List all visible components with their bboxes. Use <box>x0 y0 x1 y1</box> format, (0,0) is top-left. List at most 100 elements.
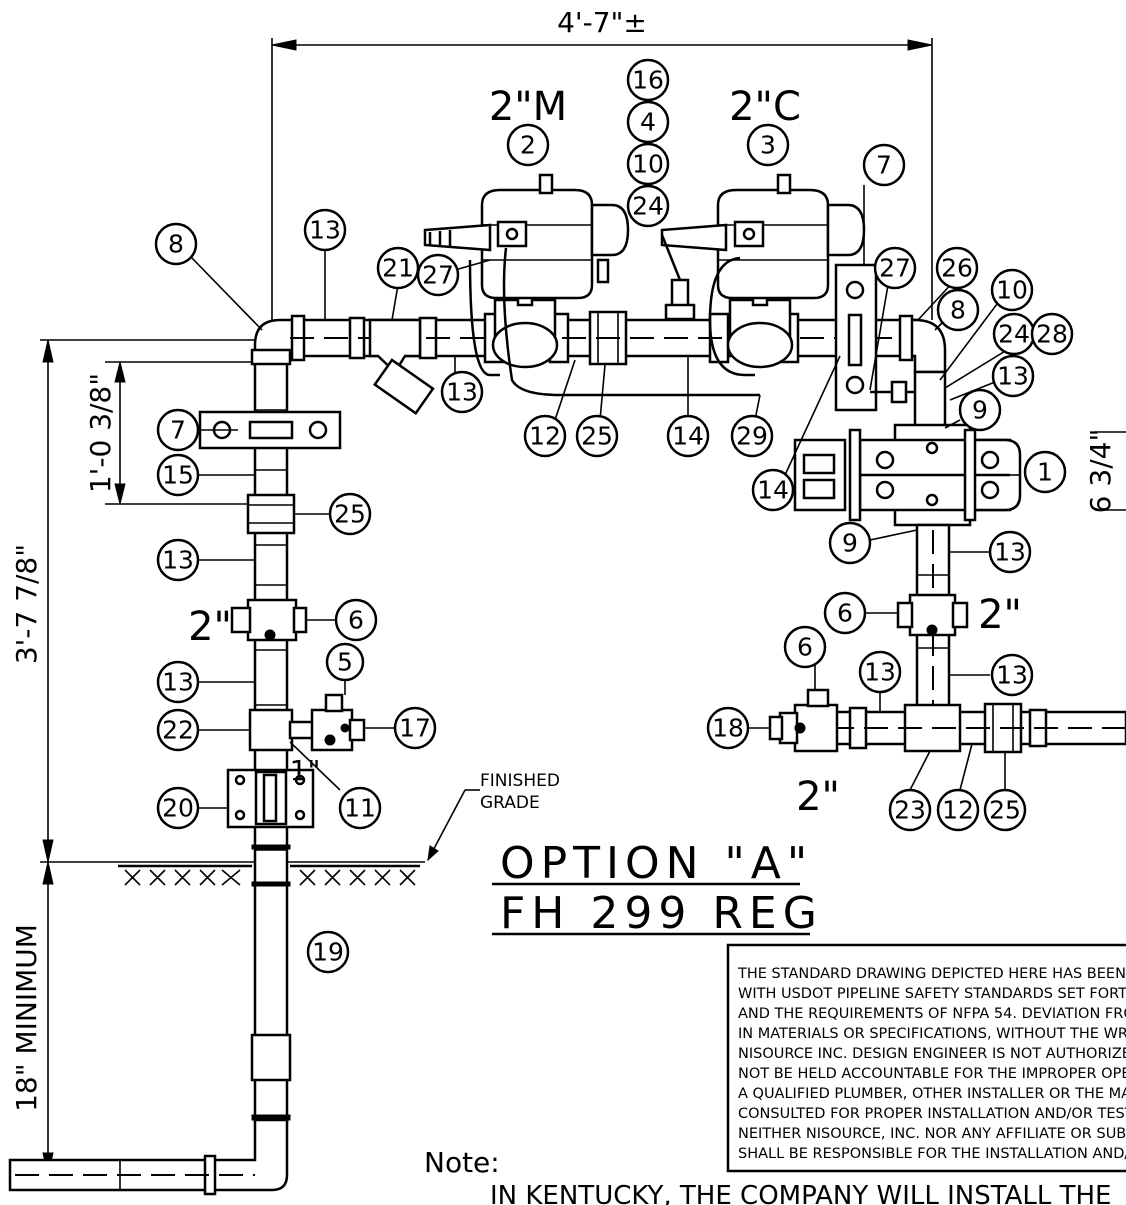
svg-text:18: 18 <box>712 714 744 743</box>
svg-text:7: 7 <box>170 416 186 445</box>
callout-25-bottom: 25 <box>983 788 1027 832</box>
outlet-piping <box>828 702 1126 754</box>
svg-text:27: 27 <box>879 254 911 283</box>
svg-text:13: 13 <box>309 216 341 245</box>
overall-width-text: 4'-7"± <box>557 6 647 39</box>
svg-text:20: 20 <box>162 794 194 823</box>
left-valve-size: 2" <box>188 604 232 650</box>
callout-22: 22 <box>156 708 200 752</box>
overall-width-dimension: 4'-7"± <box>271 6 933 320</box>
callout-15: 15 <box>156 453 200 497</box>
callout-13-bottom: 13 <box>858 650 902 694</box>
callout-2: 2 <box>506 123 550 167</box>
svg-text:13: 13 <box>996 661 1028 690</box>
top-right-elbow <box>898 314 947 374</box>
disclaimer-line-5: NISOURCE INC. DESIGN ENGINEER IS NOT AUT… <box>738 1046 1126 1062</box>
meter-regulator <box>423 173 760 397</box>
callout-5: 5 <box>325 642 365 682</box>
callout-16: 16 <box>626 58 670 102</box>
size-labels: 2"M 2"C 2" 2" 2" 1" <box>188 84 1022 820</box>
meter-height-dimension: 6 3/4" <box>1084 429 1126 513</box>
disclaimer-line-4: IN MATERIALS OR SPECIFICATIONS, WITHOUT … <box>738 1026 1126 1042</box>
strainer <box>368 318 435 416</box>
callout-9-bottom: 9 <box>828 521 872 565</box>
svg-text:19: 19 <box>312 938 344 967</box>
svg-text:17: 17 <box>399 714 431 743</box>
callout-7-top: 7 <box>862 143 906 187</box>
callout-4: 4 <box>626 100 670 144</box>
svg-text:13: 13 <box>864 658 896 687</box>
callout-14-top: 14 <box>666 414 710 458</box>
callout-28: 28 <box>1030 312 1074 356</box>
right-top-bracket <box>834 263 878 412</box>
svg-text:1: 1 <box>1037 458 1053 487</box>
disclaimer-box: THE STANDARD DRAWING DEPICTED HERE HAS B… <box>726 943 1126 1173</box>
svg-text:13: 13 <box>997 362 1029 391</box>
svg-text:6: 6 <box>348 606 364 635</box>
disclaimer-line-8: CONSULTED FOR PROPER INSTALLATION AND/OR… <box>738 1106 1126 1122</box>
svg-text:14: 14 <box>672 422 704 451</box>
bottom-shutoff-valve <box>768 688 839 753</box>
note-text: IN KENTUCKY, THE COMPANY WILL INSTALL TH… <box>490 1181 1111 1205</box>
callout-9-top: 9 <box>958 388 1002 432</box>
left-height-dimensions: 3'-7 7/8" 18" MINIMUM 1'-0 3/8" <box>10 339 425 1176</box>
left-shutoff-valve <box>230 598 308 642</box>
callout-19: 19 <box>306 930 350 974</box>
callout-13-top: 13 <box>303 208 347 252</box>
callout-13-right-top: 13 <box>991 354 1035 398</box>
callout-6-right: 6 <box>823 591 867 635</box>
callout-10-top: 10 <box>626 142 670 186</box>
check-regulator <box>660 173 866 377</box>
drawing-title: OPTION "A" FH 299 REG <box>492 838 823 939</box>
callout-6-bottom: 6 <box>783 625 827 669</box>
svg-text:13: 13 <box>162 546 194 575</box>
title-line2: FH 299 REG <box>500 888 823 939</box>
svg-text:8: 8 <box>950 296 966 325</box>
check-reg-size: 2"C <box>729 84 801 130</box>
callout-1: 1 <box>1023 450 1067 494</box>
leader-lines <box>189 185 1020 809</box>
service-line <box>8 1118 289 1196</box>
callout-23: 23 <box>888 788 932 832</box>
callout-13-right-mid: 13 <box>988 530 1032 574</box>
callout-26: 26 <box>935 246 979 290</box>
callout-8-left: 8 <box>154 222 198 266</box>
callout-27-left: 27 <box>416 253 460 297</box>
callout-17: 17 <box>393 706 437 750</box>
test-tee-22 <box>248 693 366 752</box>
disclaimer-line-1: THE STANDARD DRAWING DEPICTED HERE HAS B… <box>737 966 1126 982</box>
callout-7-left: 7 <box>156 408 200 452</box>
svg-text:13: 13 <box>446 378 478 407</box>
svg-text:22: 22 <box>162 716 194 745</box>
svg-text:6: 6 <box>797 633 813 662</box>
disclaimer-line-10: SHALL BE RESPONSIBLE FOR THE INSTALLATIO… <box>738 1146 1126 1162</box>
right-valve-size: 2" <box>978 592 1022 638</box>
svg-text:23: 23 <box>894 796 926 825</box>
test-tee-size: 1" <box>290 754 321 787</box>
svg-text:7: 7 <box>876 151 892 180</box>
svg-text:28: 28 <box>1036 320 1068 349</box>
svg-text:13: 13 <box>994 538 1026 567</box>
callout-13-strainer: 13 <box>440 370 484 414</box>
gas-meter <box>793 423 1022 527</box>
callout-29: 29 <box>730 414 774 458</box>
svg-text:6: 6 <box>837 599 853 628</box>
callout-20: 20 <box>156 786 200 830</box>
svg-text:12: 12 <box>942 796 974 825</box>
svg-text:13: 13 <box>162 668 194 697</box>
svg-text:29: 29 <box>736 422 768 451</box>
callout-8-right: 8 <box>936 288 980 332</box>
svg-text:5: 5 <box>337 648 353 677</box>
svg-text:9: 9 <box>972 396 988 425</box>
svg-text:2: 2 <box>520 131 536 160</box>
disclaimer-line-9: NEITHER NISOURCE, INC. NOR ANY AFFILIATE… <box>738 1126 1126 1142</box>
svg-text:27: 27 <box>422 261 454 290</box>
svg-text:26: 26 <box>941 254 973 283</box>
callout-27-right: 27 <box>873 246 917 290</box>
callout-24-top: 24 <box>626 184 670 228</box>
grade-line <box>118 789 480 886</box>
svg-text:10: 10 <box>632 150 664 179</box>
relief-vent <box>660 234 696 321</box>
callout-18: 18 <box>706 706 750 750</box>
